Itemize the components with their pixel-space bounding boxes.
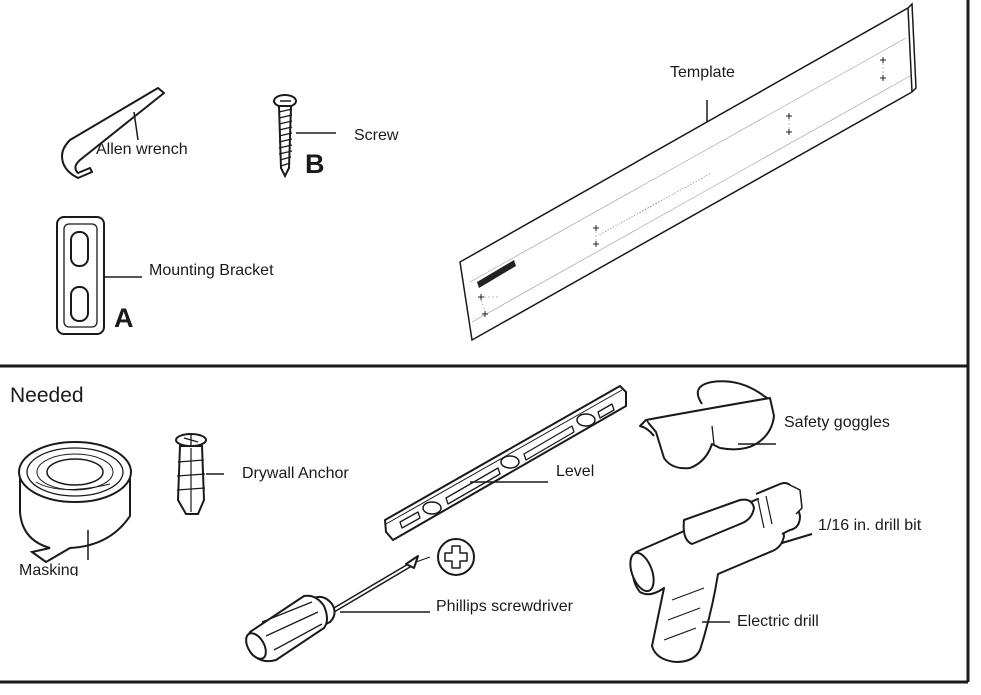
safety-goggles-icon [639,380,776,470]
electric-drill-icon [629,482,803,663]
electric-drill-label: Electric drill [737,613,819,630]
template-icon: - - - - - - - - - - - - - - - - - - - - … [459,2,917,342]
drywall-anchor-icon [175,433,224,515]
level-icon [384,385,627,541]
screw-letter: B [305,149,325,179]
level-label: Level [556,463,595,480]
phillips-screwdriver-label: Phillips screwdriver [436,598,573,615]
screw-label: Screw [354,127,399,144]
mounting-bracket-label: Mounting Bracket [149,262,274,279]
phillips-screwdriver-icon [245,538,475,663]
drill-bit-label: 1/16 in. drill bit [818,517,922,534]
mounting-bracket-letter: A [114,303,134,333]
mounting-bracket-icon [56,216,142,335]
screw-icon [273,94,336,179]
drywall-anchor-label: Drywall Anchor [242,465,349,482]
frame [0,0,970,684]
safety-goggles-label: Safety goggles [784,414,890,431]
masking-tape-icon [18,441,132,564]
needed-heading: Needed [10,384,84,407]
allen-wrench-label: Allen wrench [96,141,188,158]
template-label: Template [670,64,735,81]
allen-wrench-icon [61,87,165,179]
masking-tape-label: Masking [19,562,79,576]
